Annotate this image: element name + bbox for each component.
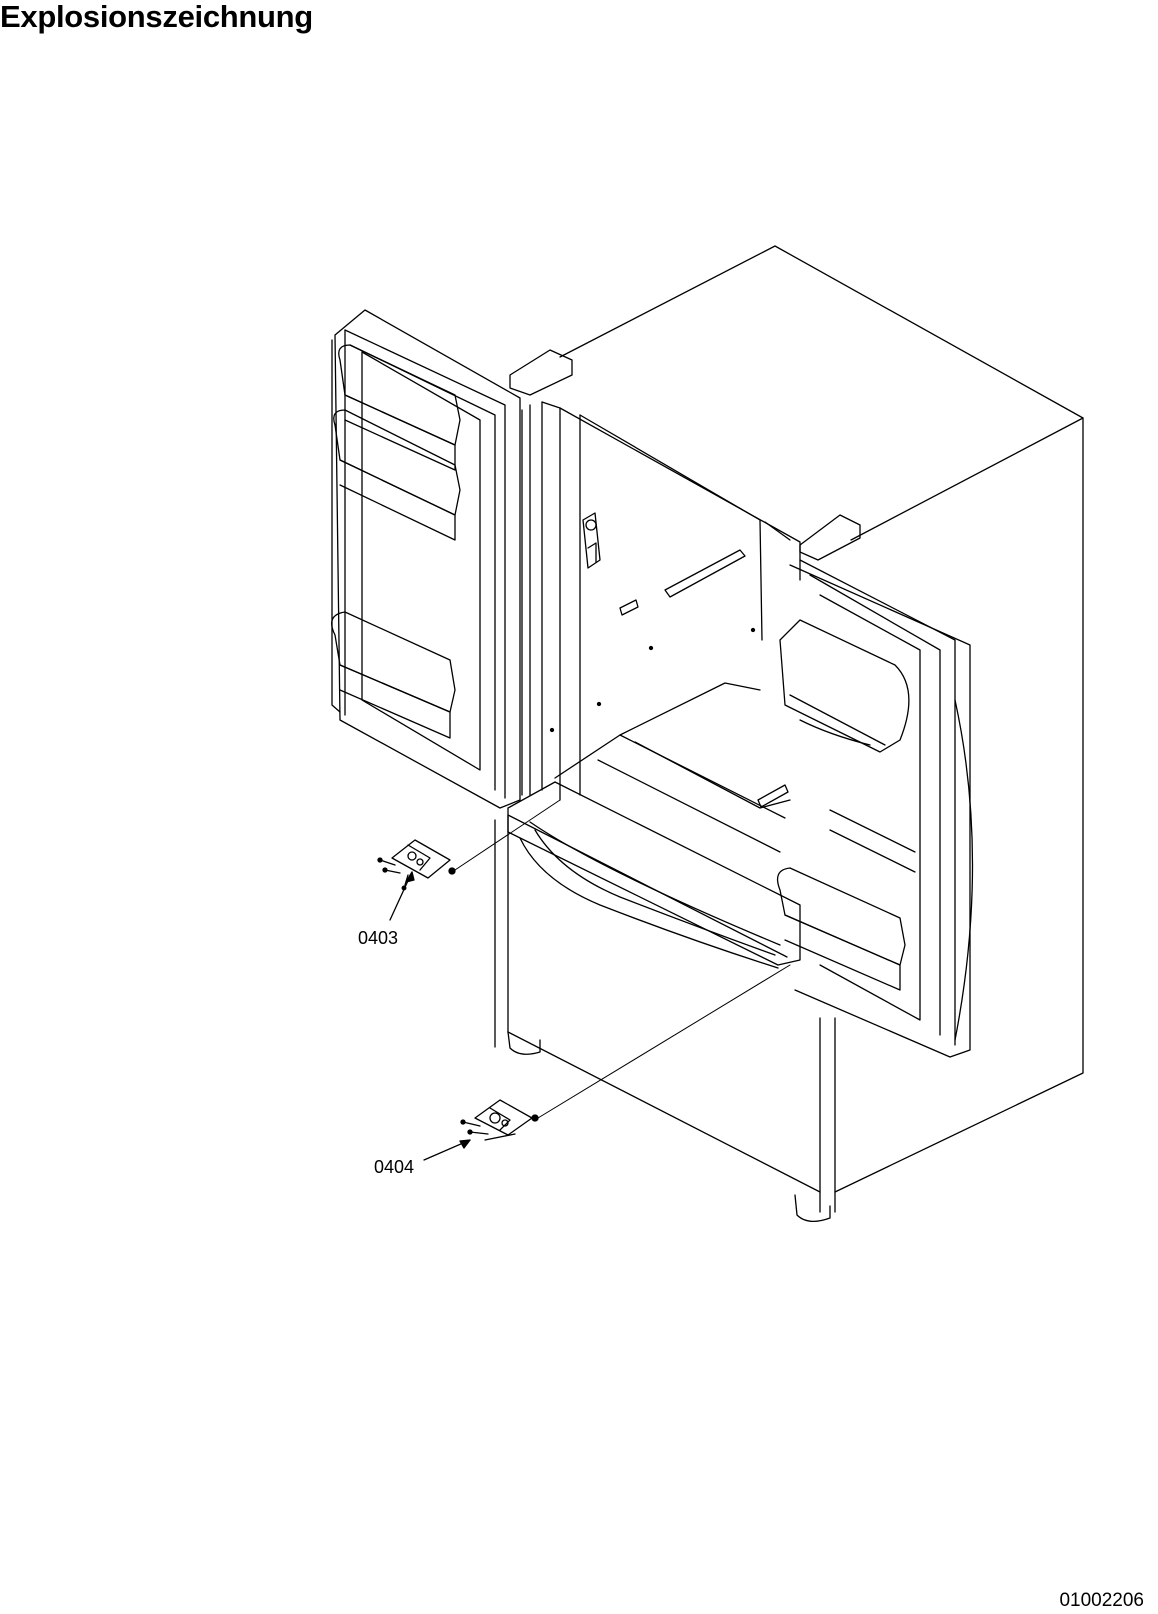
page-title: Explosionszeichnung — [0, 0, 313, 34]
cabinet — [494, 245, 1084, 1222]
left-door — [331, 309, 521, 809]
explosion-line-0403 — [454, 799, 561, 871]
part-0403-bracket — [377, 839, 456, 891]
right-door — [776, 559, 974, 1058]
explosion-line-0404 — [537, 964, 791, 1119]
freezer-drawer — [507, 781, 801, 969]
callout-0404: 0404 — [374, 1157, 415, 1177]
callout-0403: 0403 — [358, 928, 399, 948]
document-number: 01002206 — [1059, 1590, 1144, 1611]
part-0404-bracket — [460, 1099, 539, 1141]
